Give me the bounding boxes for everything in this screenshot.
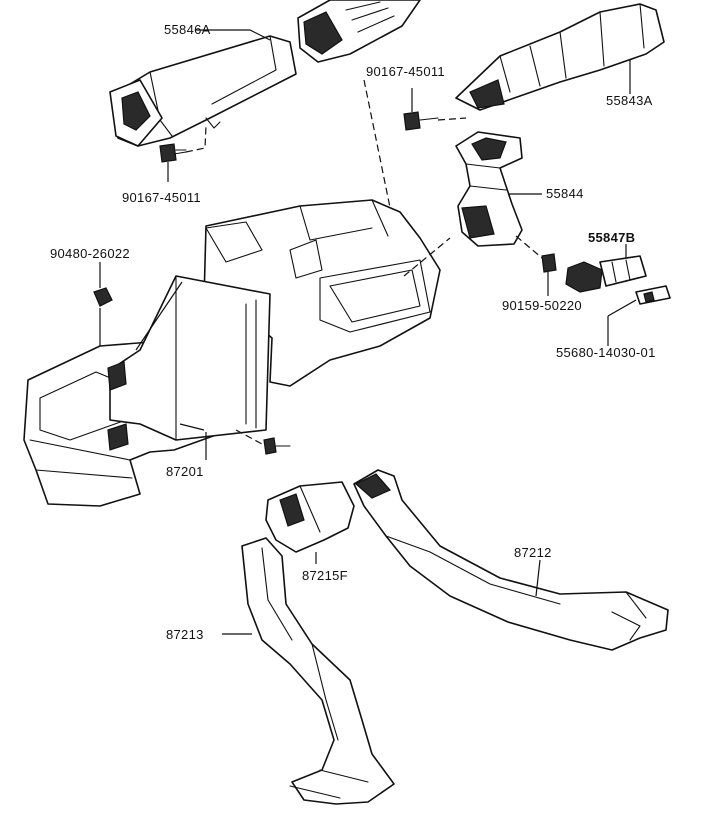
label-87215f: 87215F bbox=[302, 568, 348, 583]
duct-55843a bbox=[455, 3, 665, 111]
duct-top-center bbox=[297, 0, 421, 63]
label-55843a: 55843A bbox=[606, 93, 653, 108]
duct-55846a bbox=[109, 29, 297, 147]
duct-87215f bbox=[265, 481, 355, 564]
label-55844: 55844 bbox=[546, 186, 584, 201]
label-55846a: 55846A bbox=[164, 22, 211, 37]
label-55680-14030-01: 55680-14030-01 bbox=[556, 345, 656, 360]
label-87213: 87213 bbox=[166, 627, 204, 642]
screw-90159-50220 bbox=[515, 235, 557, 296]
label-90167-45011-left: 90167-45011 bbox=[122, 190, 201, 205]
sensor-55847b bbox=[565, 244, 647, 293]
label-90159-50220: 90159-50220 bbox=[502, 298, 582, 313]
screw-90167-45011-left bbox=[159, 125, 207, 182]
connector-55680 bbox=[607, 285, 671, 346]
duct-87212 bbox=[353, 469, 669, 651]
grommet-90480-26022 bbox=[93, 262, 113, 356]
label-90480-26022: 90480-26022 bbox=[50, 246, 130, 261]
label-87212: 87212 bbox=[514, 545, 552, 560]
heater-unit-87201 bbox=[23, 199, 451, 507]
duct-55844 bbox=[455, 131, 542, 247]
label-90167-45011-top: 90167-45011 bbox=[366, 64, 445, 79]
duct-87213 bbox=[222, 537, 395, 805]
screw-small-bottom bbox=[263, 437, 291, 455]
label-87201: 87201 bbox=[166, 464, 204, 479]
label-55847b: 55847B bbox=[588, 230, 635, 245]
